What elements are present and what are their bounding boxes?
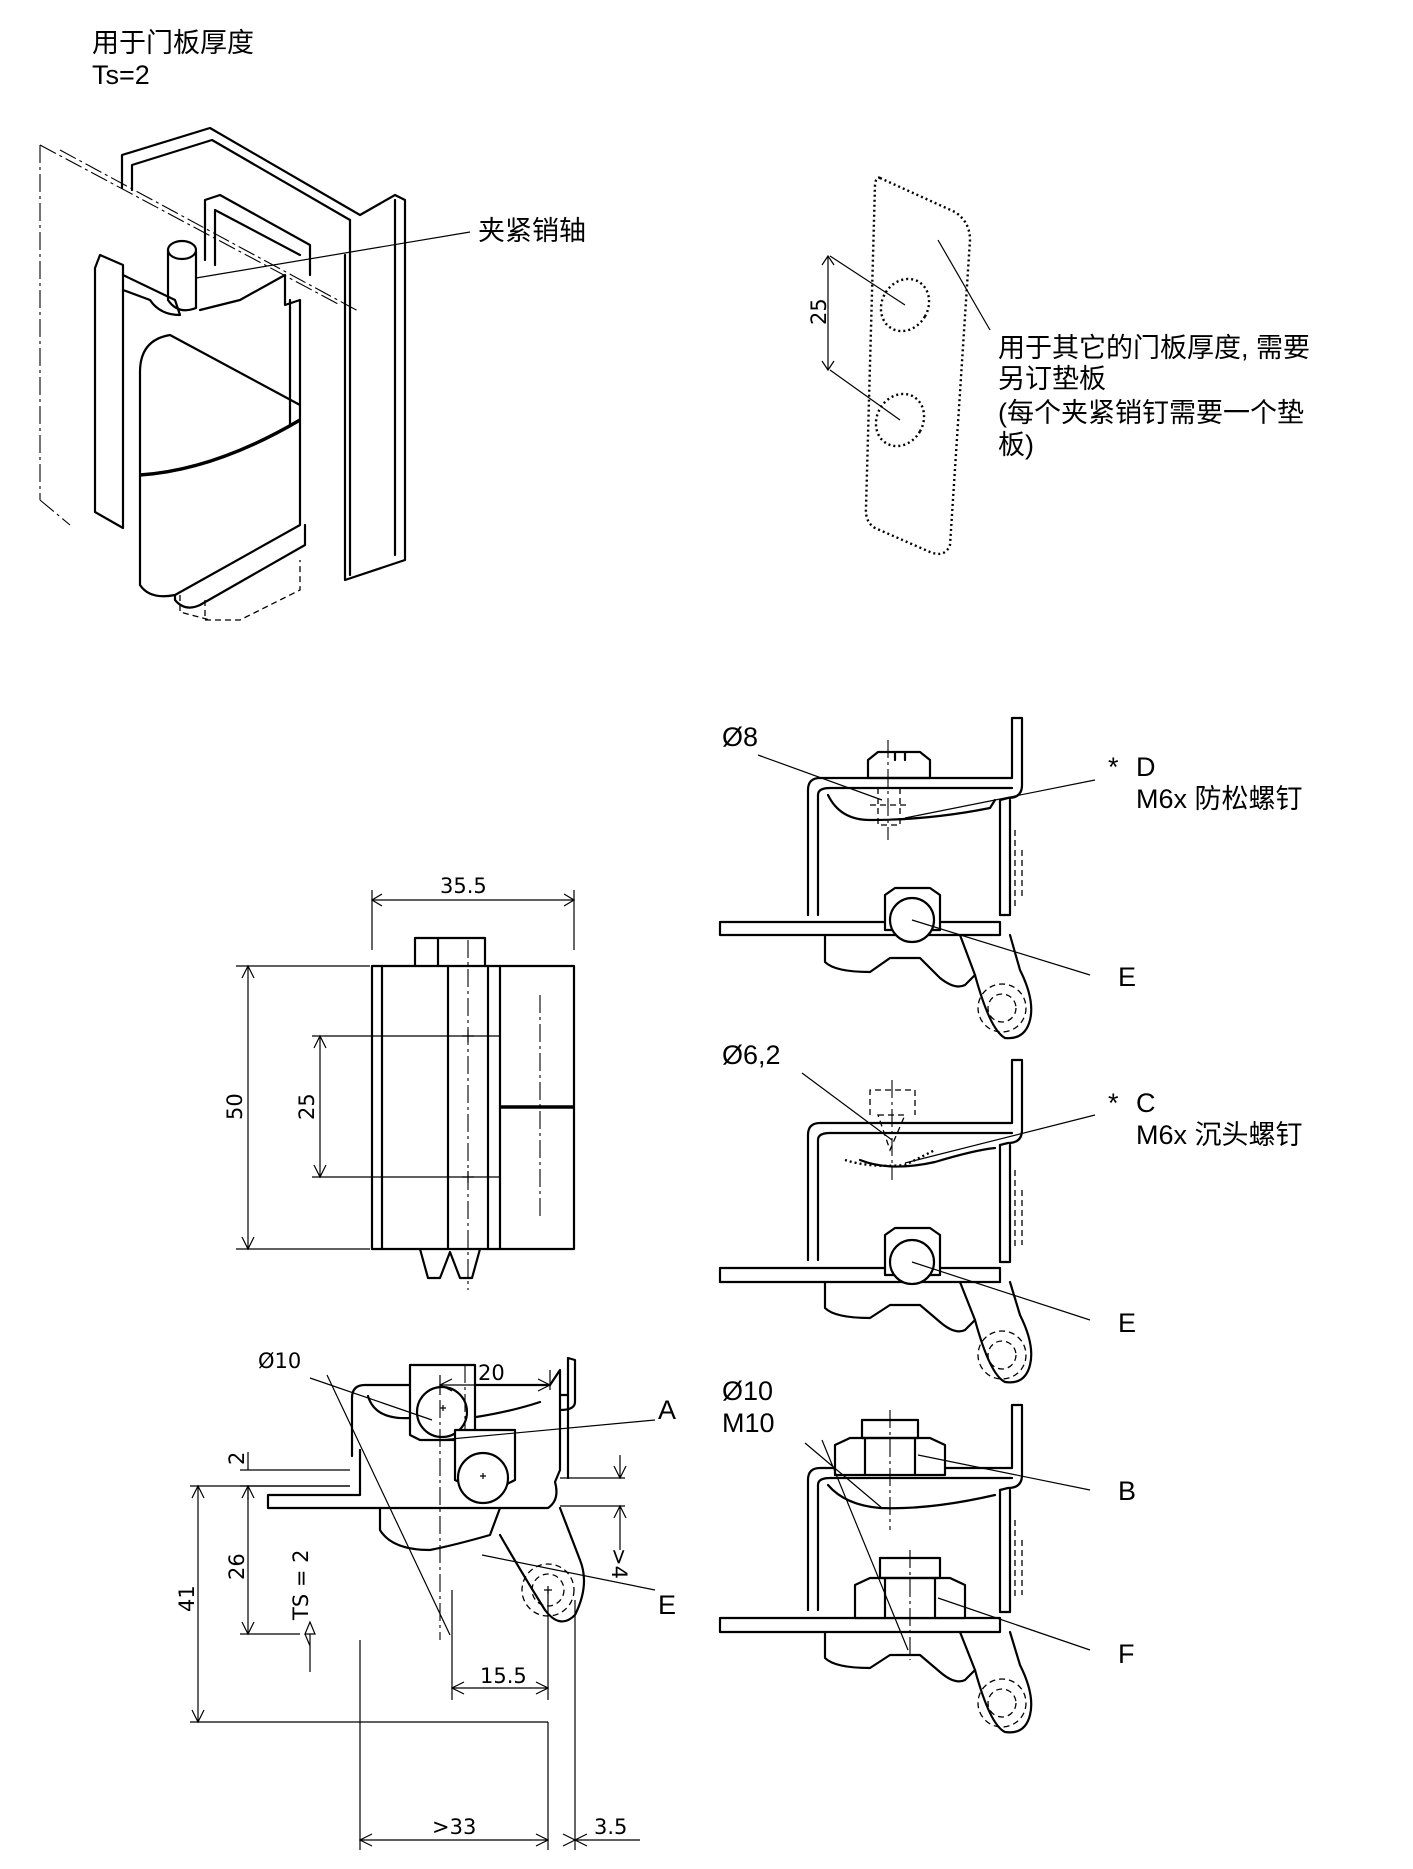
section-b-label-f: F	[1118, 1639, 1135, 1669]
section-d-view	[718, 716, 1033, 1040]
section-b-view	[718, 1403, 1033, 1734]
section-b-dia-line1: Ø10	[722, 1376, 773, 1406]
isometric-hinge-view	[39, 126, 407, 621]
section-main-dim-gt33: >33	[432, 1815, 476, 1839]
section-main-dia: Ø10	[258, 1349, 301, 1373]
shim-callout-line4: 板)	[998, 430, 1034, 460]
shim-plate-view	[821, 176, 972, 556]
section-main-dim-3-5: 3.5	[594, 1815, 627, 1839]
section-b-dia-line2: M10	[722, 1408, 775, 1438]
section-main-dim-15-5: 15.5	[480, 1664, 527, 1688]
section-d-dia: Ø8	[722, 722, 758, 752]
section-d-star: *	[1108, 752, 1119, 782]
section-main-dim-20: 20	[478, 1361, 505, 1385]
section-d-desc: M6x 防松螺钉	[1136, 784, 1303, 814]
section-d-label-e: E	[1118, 962, 1136, 992]
section-main-dim-41: 41	[175, 1585, 199, 1612]
shim-callout-line3: (每个夹紧销钉需要一个垫	[998, 398, 1304, 428]
section-main-view	[266, 1356, 586, 1640]
section-main-label-e: E	[658, 1590, 676, 1620]
section-main-dim-ts: TS = 2	[289, 1550, 313, 1621]
section-c-star: *	[1108, 1088, 1119, 1118]
shim-callout-line1: 用于其它的门板厚度, 需要	[998, 333, 1310, 363]
section-main-dim-gt4: >4	[607, 1548, 631, 1579]
section-c-label-e: E	[1118, 1308, 1136, 1338]
front-dim-50: 50	[223, 1093, 247, 1120]
section-c-dia: Ø6,2	[722, 1040, 781, 1070]
header-title-line1: 用于门板厚度	[92, 28, 254, 58]
front-dim-25: 25	[295, 1093, 319, 1120]
section-c-desc: M6x 沉头螺钉	[1136, 1120, 1303, 1150]
section-main-dim-26: 26	[225, 1553, 249, 1580]
section-main-dim-2: 2	[225, 1452, 249, 1465]
shim-dim-25: 25	[807, 298, 831, 325]
clamp-pin-callout: 夹紧销轴	[478, 216, 586, 246]
section-c-label: C	[1136, 1088, 1156, 1118]
section-d-label: D	[1136, 752, 1156, 782]
section-main-label-a: A	[658, 1395, 676, 1425]
section-b-label-b: B	[1118, 1476, 1136, 1506]
shim-callout-line2: 另订垫板	[998, 364, 1106, 394]
front-view	[236, 890, 576, 1290]
front-dim-35-5: 35.5	[440, 874, 487, 898]
section-c-view	[718, 1058, 1033, 1384]
header-title-line2: Ts=2	[92, 60, 150, 90]
